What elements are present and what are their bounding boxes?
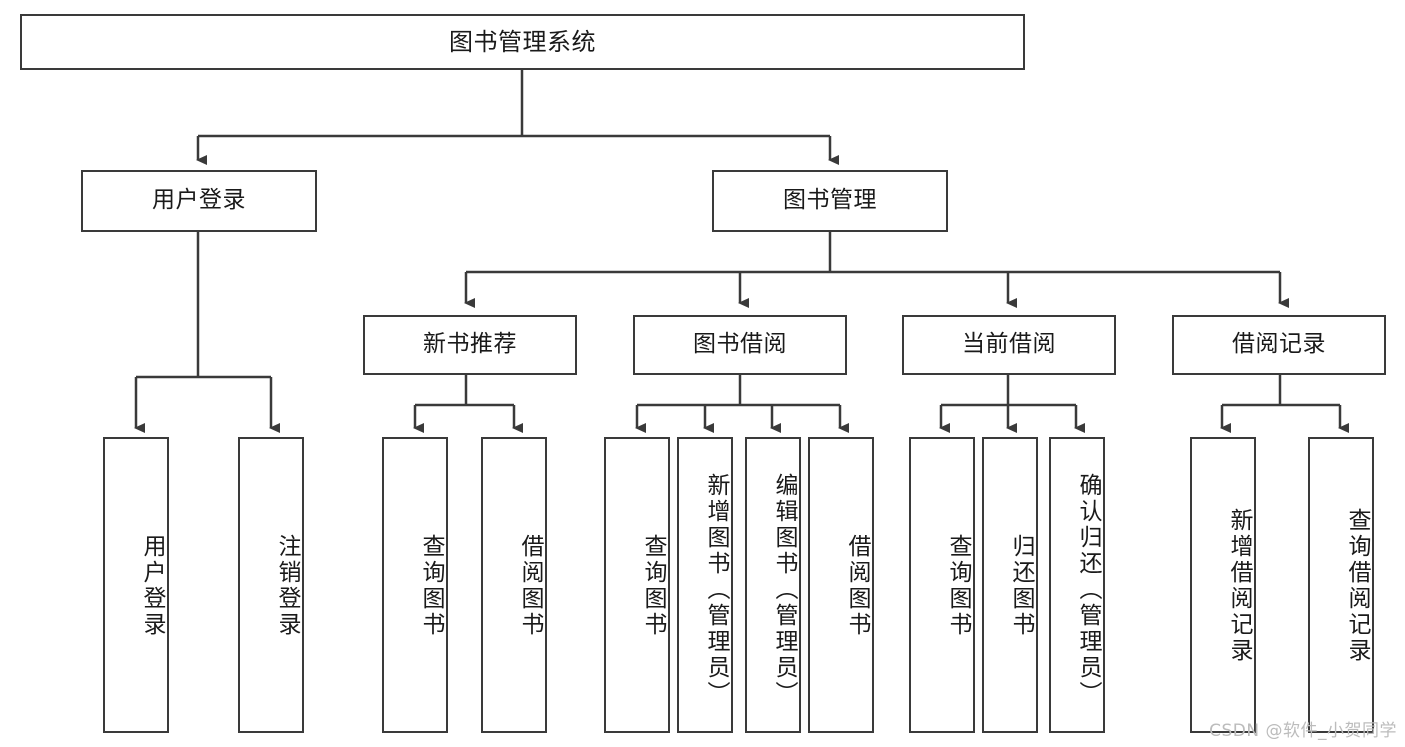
- node-leaf-query-record[interactable]: 查询借阅记录: [1308, 437, 1374, 733]
- node-book-borrow-label: 图书借阅: [693, 331, 787, 358]
- node-leaf-user-login-label: 用户登录: [139, 534, 165, 638]
- node-leaf-confirm-return[interactable]: 确认归还（管理员）: [1049, 437, 1105, 733]
- node-book-manage-label: 图书管理: [783, 187, 877, 214]
- node-leaf-add-book[interactable]: 新增图书（管理员）: [677, 437, 733, 733]
- node-borrow-record-label: 借阅记录: [1232, 331, 1326, 358]
- watermark: CSDN @软件_小贺同学: [1209, 721, 1397, 741]
- node-new-book-recommend[interactable]: 新书推荐: [363, 315, 577, 375]
- node-leaf-borrow-book-1-label: 借阅图书: [517, 534, 543, 638]
- node-leaf-user-login[interactable]: 用户登录: [103, 437, 169, 733]
- node-book-borrow[interactable]: 图书借阅: [633, 315, 847, 375]
- node-new-book-recommend-label: 新书推荐: [423, 331, 517, 358]
- node-leaf-borrow-book-2-label: 借阅图书: [844, 534, 870, 638]
- node-leaf-query-book-2-label: 查询图书: [640, 534, 666, 638]
- node-leaf-query-record-label: 查询借阅记录: [1344, 508, 1370, 664]
- node-leaf-borrow-book-2[interactable]: 借阅图书: [808, 437, 874, 733]
- node-leaf-add-record[interactable]: 新增借阅记录: [1190, 437, 1256, 733]
- node-leaf-edit-book-label: 编辑图书（管理员）: [771, 473, 797, 707]
- node-user-login-label: 用户登录: [152, 187, 246, 214]
- node-root-label: 图书管理系统: [449, 27, 596, 56]
- node-leaf-user-logout-label: 注销登录: [274, 534, 300, 638]
- node-current-borrow-label: 当前借阅: [962, 331, 1056, 358]
- node-leaf-return-book[interactable]: 归还图书: [982, 437, 1038, 733]
- node-leaf-borrow-book-1[interactable]: 借阅图书: [481, 437, 547, 733]
- node-leaf-query-book-3[interactable]: 查询图书: [909, 437, 975, 733]
- node-leaf-query-book-1-label: 查询图书: [418, 534, 444, 638]
- node-leaf-edit-book[interactable]: 编辑图书（管理员）: [745, 437, 801, 733]
- node-leaf-return-book-label: 归还图书: [1008, 534, 1034, 638]
- node-leaf-add-record-label: 新增借阅记录: [1226, 508, 1252, 664]
- node-borrow-record[interactable]: 借阅记录: [1172, 315, 1386, 375]
- node-leaf-query-book-3-label: 查询图书: [945, 534, 971, 638]
- node-user-login[interactable]: 用户登录: [81, 170, 317, 232]
- node-leaf-query-book-2[interactable]: 查询图书: [604, 437, 670, 733]
- node-current-borrow[interactable]: 当前借阅: [902, 315, 1116, 375]
- node-leaf-confirm-return-label: 确认归还（管理员）: [1075, 473, 1101, 707]
- node-book-manage[interactable]: 图书管理: [712, 170, 948, 232]
- node-leaf-add-book-label: 新增图书（管理员）: [703, 473, 729, 707]
- node-root[interactable]: 图书管理系统: [20, 14, 1025, 70]
- node-leaf-user-logout[interactable]: 注销登录: [238, 437, 304, 733]
- node-leaf-query-book-1[interactable]: 查询图书: [382, 437, 448, 733]
